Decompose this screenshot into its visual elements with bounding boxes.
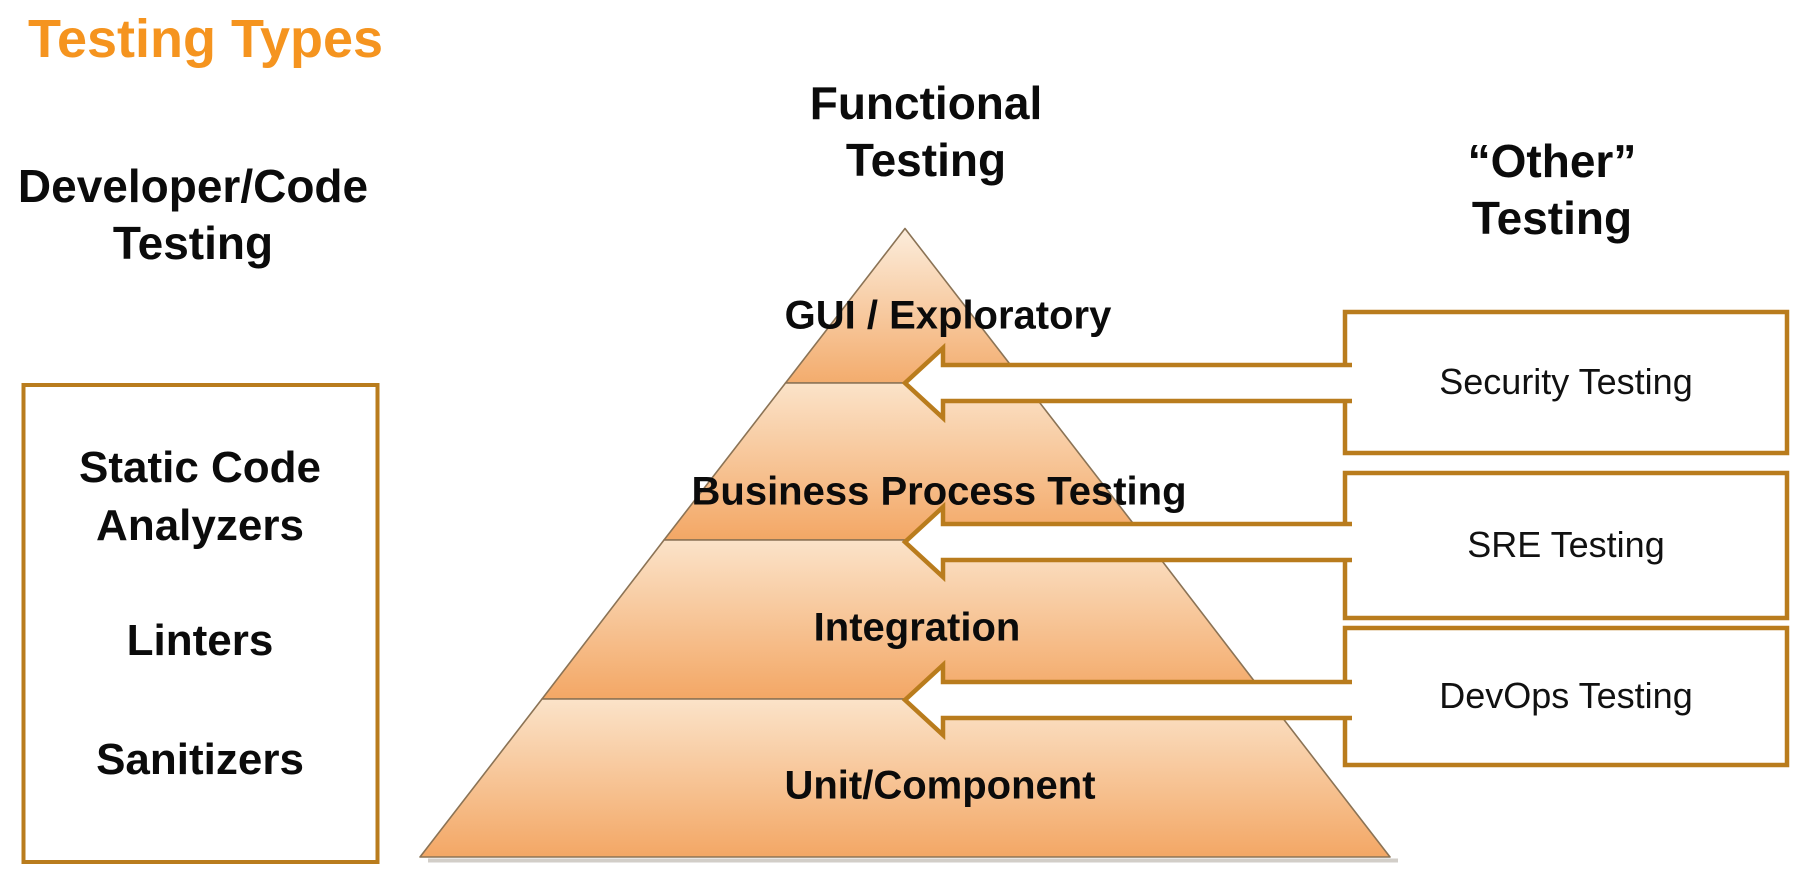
- center-heading-line1: Functional: [809, 77, 1043, 129]
- center-heading-line2: Testing: [845, 134, 1007, 186]
- sre-testing-label: SRE Testing: [1467, 524, 1665, 565]
- pyramid-label-business-process-testing: Business Process Testing: [691, 469, 1187, 514]
- security-testing-box: [1342, 309, 1790, 456]
- security-testing-label: Security Testing: [1439, 361, 1693, 402]
- arrow-sre-to-pyramid: [901, 501, 1352, 583]
- left-box-item-sanitizers: Sanitizers: [96, 735, 304, 784]
- arrow-devops-to-pyramid: [901, 659, 1352, 741]
- pyramid-label-unit-component: Unit/Component: [784, 763, 1096, 808]
- pyramid-label-integration: Integration: [813, 605, 1021, 650]
- annotation-arrows: [901, 342, 1352, 741]
- right-heading-line2: Testing: [1471, 192, 1633, 244]
- left-box-item-static-code-analyzers: Static Code Analyzers: [78, 443, 322, 550]
- left-box-item-linters: Linters: [126, 616, 274, 665]
- arrow-security-to-pyramid: [901, 342, 1352, 424]
- developer-tools-box: [21, 383, 380, 864]
- left-column-heading: Developer/Code Testing: [18, 158, 368, 272]
- left-heading-line1: Developer/Code: [17, 160, 369, 212]
- devops-testing-label: DevOps Testing: [1439, 675, 1693, 716]
- pyramid-label-gui-exploratory: GUI / Exploratory: [784, 293, 1112, 338]
- page-title: Testing Types: [28, 9, 384, 69]
- center-column-heading: Functional Testing: [810, 75, 1043, 189]
- pyramid-level-business-process-shape: [663, 382, 1147, 541]
- left-heading-line2: Testing: [112, 217, 274, 269]
- devops-testing-box: [1342, 625, 1790, 768]
- pyramid: [419, 227, 1391, 858]
- right-heading-line1: “Other”: [1467, 135, 1637, 187]
- right-column-heading: “Other” Testing: [1468, 133, 1637, 247]
